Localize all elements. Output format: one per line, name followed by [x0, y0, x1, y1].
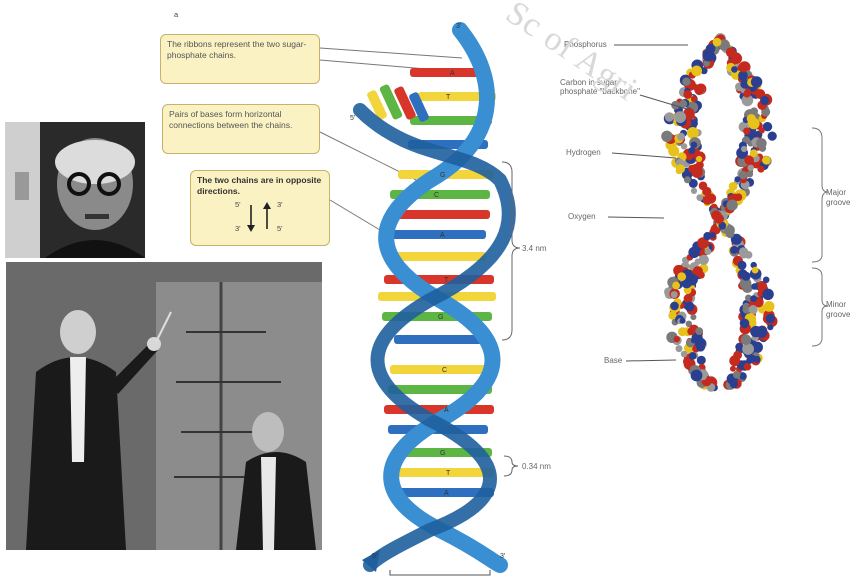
model-leader-lines: [0, 0, 862, 576]
